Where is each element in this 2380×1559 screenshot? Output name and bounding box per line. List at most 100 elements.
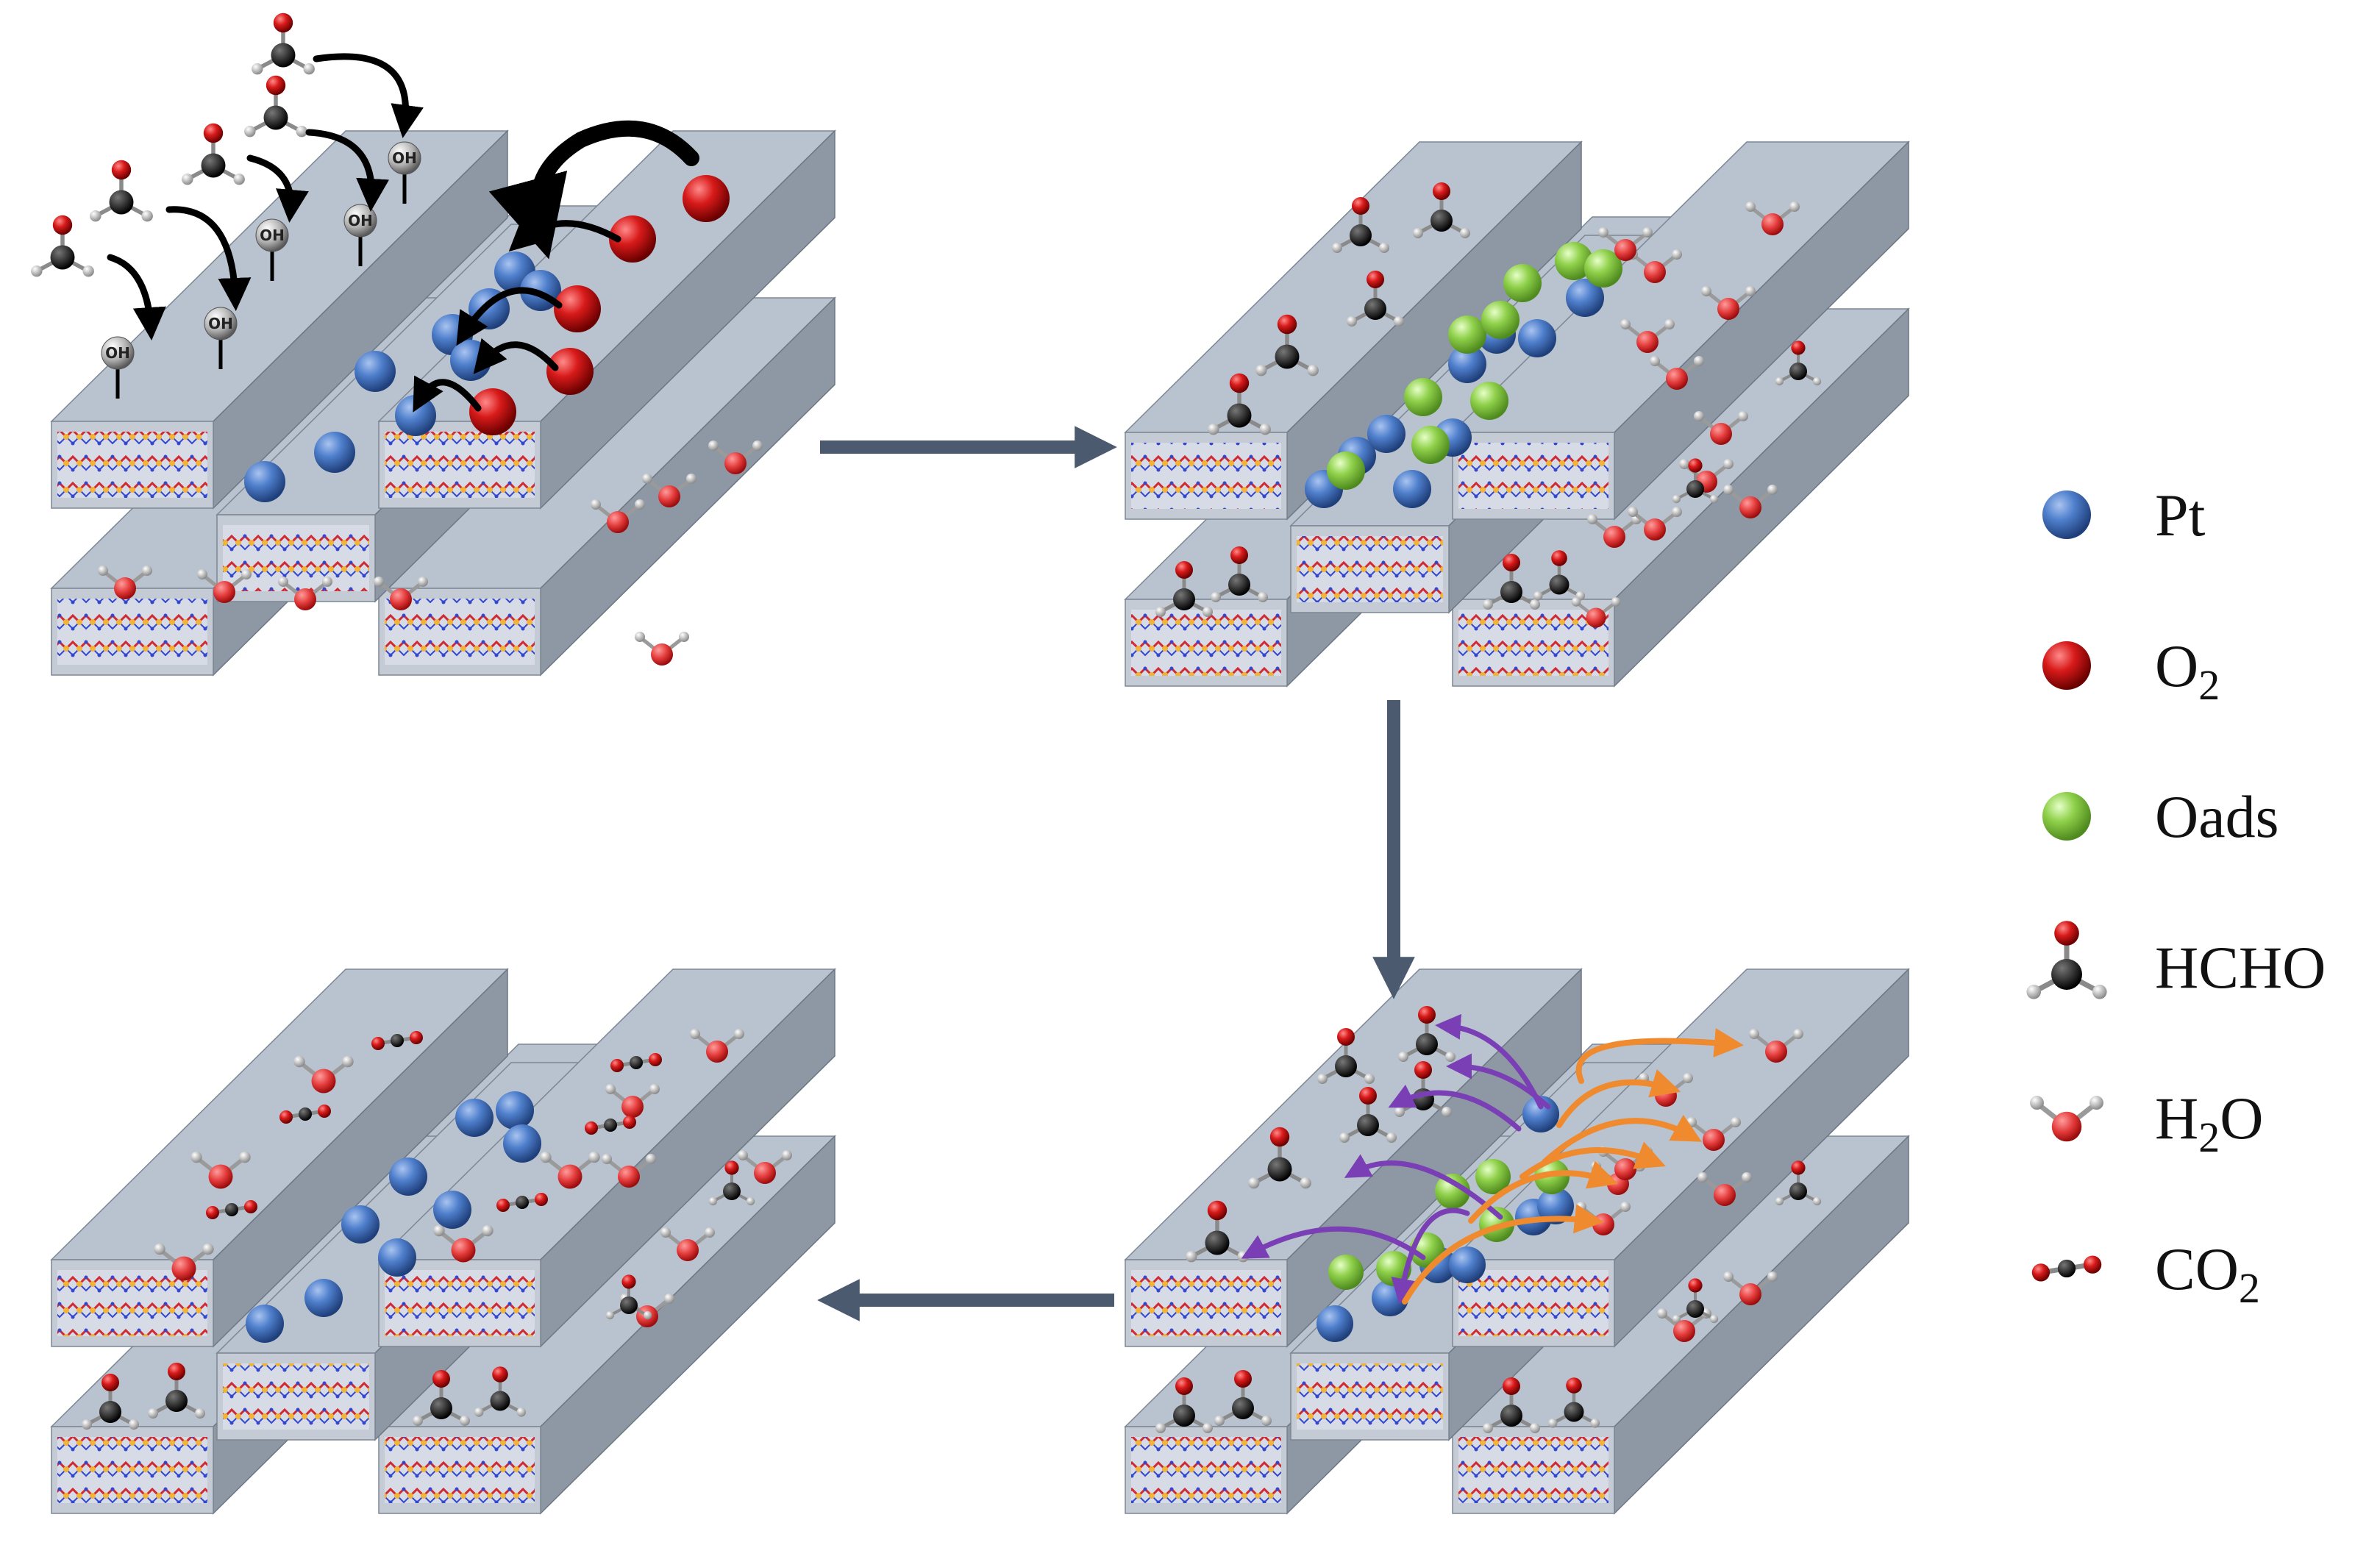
- h2o-molecule: [1723, 485, 1778, 518]
- hcho-molecule: [1775, 340, 1822, 386]
- hcho-molecule: [1483, 554, 1540, 610]
- hcho-molecule: [1155, 561, 1213, 617]
- hcho-molecule: [1186, 1200, 1249, 1263]
- reaction-arrow-purple: [1344, 1154, 1503, 1220]
- h2o-molecule: [1749, 1029, 1803, 1063]
- h2o-molecule: [635, 632, 689, 666]
- adsorption-arrow: [508, 217, 621, 252]
- h2o-molecule: [708, 440, 763, 474]
- o2-molecule: [609, 215, 656, 263]
- co2-molecule: [496, 1193, 548, 1212]
- pt-atom: [1522, 1096, 1559, 1132]
- pt-atom: [314, 432, 355, 473]
- reaction-arrow-orange: [1519, 1141, 1666, 1180]
- hcho-molecule: [1347, 271, 1404, 327]
- pt-atom: [455, 1099, 494, 1137]
- oads-atom: [1328, 1255, 1364, 1290]
- hcho-molecule: [1398, 1006, 1456, 1062]
- legend-label-main: CO: [2155, 1235, 2239, 1302]
- hcho-molecule: [2026, 921, 2107, 999]
- oads-atom: [1584, 249, 1622, 288]
- h2o-molecule: [154, 1243, 214, 1281]
- reaction-arrow-purple: [1241, 1226, 1426, 1260]
- legend-label-tail: O: [2220, 1085, 2263, 1152]
- oads-atom: [1470, 382, 1508, 420]
- h2o-molecule: [642, 474, 696, 507]
- surface-hydroxyl: OH: [388, 141, 421, 204]
- hcho-molecule: [1775, 1160, 1822, 1206]
- oads-atom: [1475, 1159, 1511, 1194]
- oh-label: OH: [260, 226, 285, 244]
- adsorption-arrow: [305, 129, 390, 212]
- hcho-molecule: [1413, 182, 1470, 238]
- h2o-molecule: [278, 577, 332, 610]
- oads-atom: [1555, 242, 1593, 280]
- legend-item-o2: O2: [2042, 632, 2220, 709]
- o2-molecule: [2042, 641, 2091, 690]
- adsorption-arrow: [246, 154, 309, 223]
- hcho-molecule: [244, 75, 307, 138]
- h2o-molecule: [433, 1224, 494, 1263]
- reaction-arrow-orange: [1575, 1028, 1744, 1084]
- oads-atom: [1404, 378, 1442, 416]
- panel-surface-reaction: [1124, 968, 1910, 1515]
- hcho-molecule: [252, 13, 315, 75]
- h2o-molecule: [605, 1084, 660, 1118]
- hcho-molecule-icon: [2026, 921, 2107, 999]
- co2-molecule-icon: [2031, 1255, 2102, 1282]
- pt-sphere-icon: [2042, 490, 2091, 539]
- reaction-arrow-purple: [1435, 1013, 1544, 1110]
- pt-atom: [1448, 345, 1486, 383]
- hcho-molecule: [1211, 546, 1268, 602]
- oh-label: OH: [208, 315, 233, 332]
- o2-molecule: [683, 175, 730, 222]
- oads-atom: [2042, 792, 2091, 841]
- pt-atom: [341, 1205, 380, 1244]
- h2o-molecule: [690, 1029, 744, 1063]
- o2-molecule: [469, 388, 516, 435]
- panel-desorption: [50, 968, 836, 1515]
- co2-molecule: [585, 1116, 636, 1135]
- h2o-molecule: [1628, 507, 1682, 541]
- pt-atom: [1317, 1305, 1353, 1342]
- pt-atom: [389, 1157, 427, 1196]
- pt-atom: [503, 1124, 541, 1163]
- h2o-molecule: [602, 1154, 656, 1188]
- pt-atom: [1566, 279, 1604, 317]
- reaction-arrow-orange: [1556, 1069, 1681, 1128]
- surface-hydroxyl: OH: [204, 307, 238, 369]
- h2o-molecule: [1571, 597, 1621, 628]
- oh-label: OH: [392, 149, 417, 167]
- pt-atom: [2042, 490, 2091, 539]
- legend-label-o2: O2: [2155, 632, 2220, 709]
- arrows-layer: [107, 53, 1744, 1305]
- h2o-molecule: [1650, 356, 1704, 390]
- hcho-molecule: [1672, 458, 1719, 504]
- hcho-molecule: [1339, 1087, 1397, 1143]
- o2-sphere-icon: [2042, 641, 2091, 690]
- h2o-molecule: [1694, 411, 1748, 445]
- adsorption-arrow: [488, 120, 699, 260]
- process-flow-arrows: [817, 426, 1415, 1321]
- adsorption-arrow: [107, 254, 166, 340]
- h2o-molecule: [1598, 227, 1653, 261]
- h2o-molecule: [1697, 1172, 1752, 1206]
- hcho-molecule: [182, 123, 245, 185]
- pt-atom: [1367, 415, 1405, 453]
- co2-molecule: [371, 1031, 423, 1050]
- hcho-molecule: [1483, 1377, 1540, 1433]
- reaction-arrow-orange: [1468, 1160, 1619, 1224]
- legend-label-oads: Oads: [2155, 783, 2279, 850]
- legend-item-h2o: H2O: [2030, 1085, 2263, 1161]
- pt-atom: [354, 351, 396, 392]
- legend-label-hcho: HCHO: [2155, 934, 2326, 1001]
- hcho-molecule: [1317, 1028, 1375, 1084]
- hcho-molecule: [90, 160, 153, 222]
- hcho-molecule: [1547, 1377, 1600, 1428]
- reaction-arrow-orange: [1402, 1204, 1604, 1305]
- hcho-molecule: [1672, 1278, 1719, 1324]
- zeolite-slab: [1451, 968, 1910, 1348]
- hcho-molecule: [1248, 1127, 1311, 1189]
